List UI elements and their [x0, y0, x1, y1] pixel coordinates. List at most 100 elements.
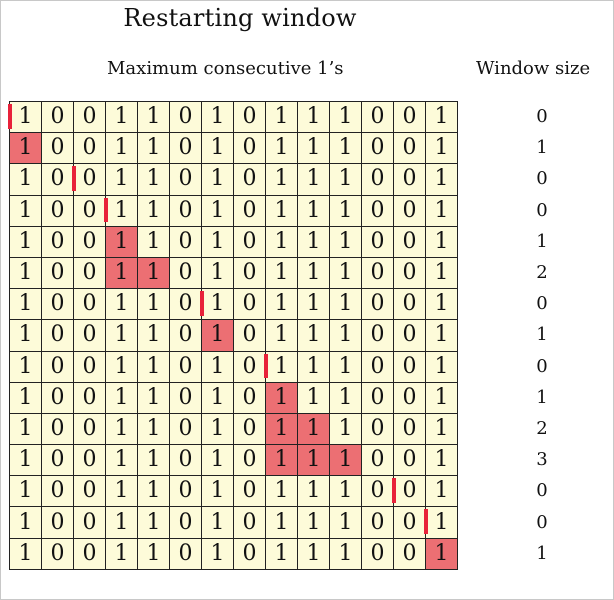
sequence-cell: 1 [10, 257, 42, 290]
sequence-cell: 0 [42, 538, 74, 570]
sequence-cell: 1 [103, 195, 138, 227]
sequence-cell: 0 [362, 538, 394, 570]
window-size-value: 0 [536, 511, 548, 533]
sequence-cell: 1 [330, 413, 362, 446]
sequence-cell: 1 [202, 445, 234, 477]
sequence-cell: 0 [170, 413, 202, 446]
sequence-cell: 0 [170, 164, 202, 196]
sequence-cell: 0 [74, 133, 106, 165]
sequence-cell: 0 [362, 413, 394, 446]
sequence-cell: 1 [266, 507, 298, 539]
sequence-cell: 0 [362, 507, 394, 539]
sequence-cell: 1 [106, 538, 138, 570]
sequence-cell: 1 [10, 289, 42, 321]
sequence-cell: 1 [330, 102, 362, 134]
sequence-cell: 0 [391, 476, 426, 508]
sequence-cell: 0 [394, 257, 426, 290]
sequence-cell: 1 [138, 133, 170, 165]
sequence-cell: 1 [202, 538, 234, 570]
sequence-cell: 0 [362, 257, 394, 290]
sequence-cell: 1 [202, 257, 234, 290]
sequence-cell: 1 [298, 445, 330, 477]
sequence-cell: 1 [330, 382, 362, 414]
sequence-cell: 1 [138, 507, 170, 539]
sequence-cell: 0 [234, 102, 266, 134]
sequence-cell: 0 [42, 164, 74, 196]
sequence-cell: 1 [138, 257, 170, 290]
sequence-cell: 0 [42, 289, 74, 321]
sequence-cell: 0 [394, 351, 426, 383]
sequence-cell: 0 [74, 257, 106, 290]
sequence-cell: 1 [266, 289, 298, 321]
sequence-cell: 0 [42, 257, 74, 290]
window-size-value: 0 [536, 480, 548, 502]
sequence-cell: 0 [74, 102, 106, 134]
sequence-cell: 1 [10, 133, 42, 165]
sequence-cell: 1 [298, 320, 330, 352]
sequence-cell: 0 [234, 164, 266, 196]
sequence-cell: 1 [106, 320, 138, 352]
sequence-cell: 1 [426, 382, 458, 414]
sequence-cell: 1 [298, 413, 330, 446]
sequence-cell: 1 [330, 133, 362, 165]
sequence-cell: 1 [7, 102, 42, 134]
sequence-cell: 1 [10, 351, 42, 383]
sequence-cell: 1 [10, 164, 42, 196]
sequence-cell: 0 [362, 164, 394, 196]
sequence-cell: 0 [170, 507, 202, 539]
sequence-cell: 1 [298, 164, 330, 196]
sequence-cell: 1 [10, 476, 42, 508]
sequence-cell: 1 [138, 164, 170, 196]
sequence-cell: 0 [362, 102, 394, 134]
sequence-cell: 0 [42, 413, 74, 446]
sequence-cell: 1 [106, 133, 138, 165]
sequence-cell: 0 [74, 195, 106, 227]
window-size-value: 0 [536, 293, 548, 315]
sequence-cell: 1 [202, 164, 234, 196]
sequence-cell: 1 [426, 164, 458, 196]
sequence-cell: 1 [266, 102, 298, 134]
sequence-cell: 1 [426, 133, 458, 165]
sequence-cell: 0 [234, 133, 266, 165]
sequence-cell: 1 [106, 226, 138, 258]
sequence-cell: 0 [42, 507, 74, 539]
window-size-value: 0 [536, 106, 548, 128]
sequence-cell: 0 [234, 351, 266, 383]
sequence-cell: 1 [426, 195, 458, 227]
sequence-cell: 1 [330, 476, 362, 508]
sequence-cell: 1 [426, 226, 458, 258]
sequence-cell: 0 [74, 507, 106, 539]
sequence-cell: 0 [74, 413, 106, 446]
sequence-cell: 1 [263, 351, 298, 383]
sequence-cell: 1 [298, 538, 330, 570]
sequence-cell: 0 [170, 351, 202, 383]
sequence-cell: 0 [42, 226, 74, 258]
sequence-cell: 0 [170, 320, 202, 352]
sequence-cell: 0 [42, 382, 74, 414]
sequence-cell: 0 [170, 445, 202, 477]
sequence-cell: 1 [138, 476, 170, 508]
sequence-cell: 1 [266, 257, 298, 290]
sequence-cell: 1 [202, 102, 234, 134]
sequence-cell: 0 [394, 289, 426, 321]
sequence-cell: 1 [426, 445, 458, 477]
sequence-cell: 0 [234, 195, 266, 227]
sequence-cell: 1 [106, 102, 138, 134]
sequence-cell: 0 [362, 320, 394, 352]
sequence-cell: 0 [234, 445, 266, 477]
sequence-cell: 0 [74, 351, 106, 383]
sequence-cell: 1 [10, 538, 42, 570]
sequence-cell: 0 [234, 320, 266, 352]
sequence-cell: 1 [202, 476, 234, 508]
sequence-cell: 1 [330, 507, 362, 539]
sequence-cell: 1 [202, 413, 234, 446]
sequence-cell: 1 [266, 476, 298, 508]
window-start-marker [423, 509, 428, 535]
sequence-cell: 1 [330, 351, 362, 383]
figure-title: Restarting window [123, 4, 357, 32]
sequence-cell: 1 [426, 351, 458, 383]
window-size-value: 0 [536, 355, 548, 377]
sequence-cell: 0 [170, 133, 202, 165]
sequence-cell: 1 [199, 289, 234, 321]
